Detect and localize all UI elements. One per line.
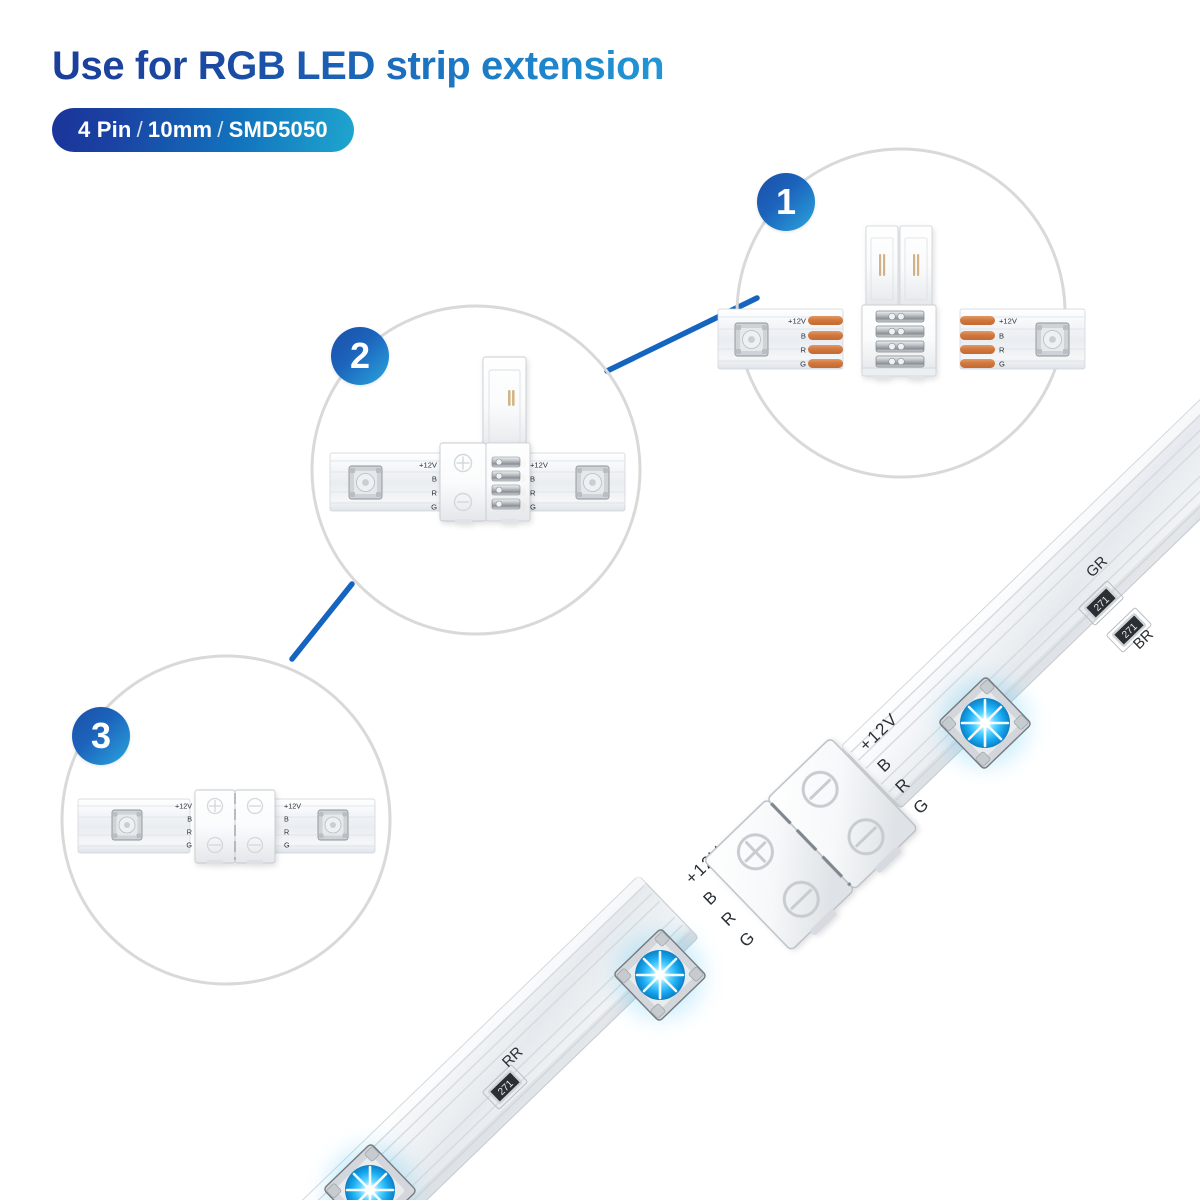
pad-labels-left: +12V B R G [788, 317, 807, 369]
svg-text:B: B [187, 815, 192, 824]
spec-separator-1: / [136, 117, 143, 142]
copper-pads-left [808, 316, 843, 368]
svg-text:G: G [800, 360, 806, 369]
step1-connector-open [861, 225, 937, 379]
svg-text:R: R [801, 346, 807, 355]
step-circle-3 [60, 654, 392, 986]
resistor-br: 271 [1106, 607, 1152, 653]
pad-labels-left: +12V B R G [175, 802, 192, 850]
smd-led [317, 809, 349, 841]
svg-text:+12V: +12V [419, 461, 438, 470]
step2-strip-left: +12V B R G [329, 452, 461, 512]
spec-width: 10mm [147, 117, 213, 142]
svg-text:R: R [432, 489, 438, 498]
step3-strip-left: +12V B R G [77, 798, 192, 854]
svg-text:G: G [999, 360, 1005, 369]
step-number-1: 1 [757, 173, 815, 231]
svg-text:R: R [999, 346, 1005, 355]
svg-text:+12V: +12V [999, 317, 1018, 326]
spec-led-type: SMD5050 [228, 117, 328, 142]
step1-strip-right: +12V B R G [959, 308, 1086, 370]
main-led-2 [604, 919, 716, 1031]
step-number-2: 2 [331, 327, 389, 385]
spec-separator-2: / [217, 117, 224, 142]
step-number-3: 3 [72, 707, 130, 765]
svg-text:G: G [431, 503, 437, 512]
svg-text:G: G [736, 927, 760, 951]
copper-pads-right [960, 316, 995, 368]
step2-connector-lid [482, 356, 527, 454]
step-number-1-label: 1 [775, 181, 797, 222]
svg-text:+12V: +12V [175, 802, 192, 811]
step1-strip-left: +12V B R G [717, 308, 844, 370]
svg-text:+12V: +12V [284, 802, 301, 811]
step-3-illustration: +12V B R G +12V B R G [77, 789, 376, 864]
header: Use for RGB LED strip extension 4 Pin / … [0, 0, 1200, 170]
svg-text:G: G [284, 841, 290, 850]
svg-text:G: G [186, 841, 192, 850]
main-led-3 [314, 1134, 426, 1200]
step3-strip-right: +12V B R G [262, 798, 376, 854]
svg-text:B: B [999, 332, 1004, 341]
svg-text:+12V: +12V [788, 317, 807, 326]
step-number-2-label: 2 [349, 335, 371, 376]
svg-text:B: B [284, 815, 289, 824]
pad-labels-right: +12V B R G [284, 802, 301, 850]
step-circle-2 [310, 304, 642, 636]
smd-led [348, 465, 383, 500]
main-led-1 [929, 667, 1041, 779]
svg-text:B: B [530, 475, 535, 484]
main-led-strip: 271 GR 271 BR 271 RR +12V B R G +12V B R [264, 385, 1200, 1200]
step-2-illustration: +12V B R G +12V B R G [329, 356, 626, 524]
step-number-3-label: 3 [90, 715, 112, 756]
svg-text:R: R [718, 907, 741, 930]
pad-labels-right: +12V B R G [530, 461, 549, 512]
smd-led [734, 322, 769, 357]
smd-led [575, 465, 610, 500]
svg-text:B: B [801, 332, 806, 341]
connector-contacts [491, 456, 521, 510]
svg-text:B: B [432, 475, 437, 484]
resistor-rr: 271 [482, 1064, 528, 1110]
pad-labels-right: +12V B R G [999, 317, 1018, 369]
svg-text:R: R [530, 489, 536, 498]
main-connector [705, 739, 917, 950]
smd-led [1035, 322, 1070, 357]
pad-labels-left: +12V B R G [419, 461, 438, 512]
svg-text:R: R [284, 828, 289, 837]
svg-text:R: R [187, 828, 192, 837]
smd-led [111, 809, 143, 841]
step2-connector-base [439, 442, 531, 524]
resistor-gr: 271 [1078, 580, 1124, 626]
svg-text:G: G [530, 503, 536, 512]
step-1-illustration: +12V B R G +12V B [717, 225, 1086, 379]
svg-text:+12V: +12V [530, 461, 549, 470]
page-title: Use for RGB LED strip extension [52, 44, 665, 88]
svg-text:G: G [910, 794, 934, 818]
spec-badge: 4 Pin / 10mm / SMD5050 [52, 108, 354, 152]
connector-contacts [875, 310, 925, 368]
spec-pin-count: 4 Pin [78, 117, 132, 142]
svg-text:B: B [700, 886, 722, 909]
step3-connector-closed [194, 789, 276, 864]
